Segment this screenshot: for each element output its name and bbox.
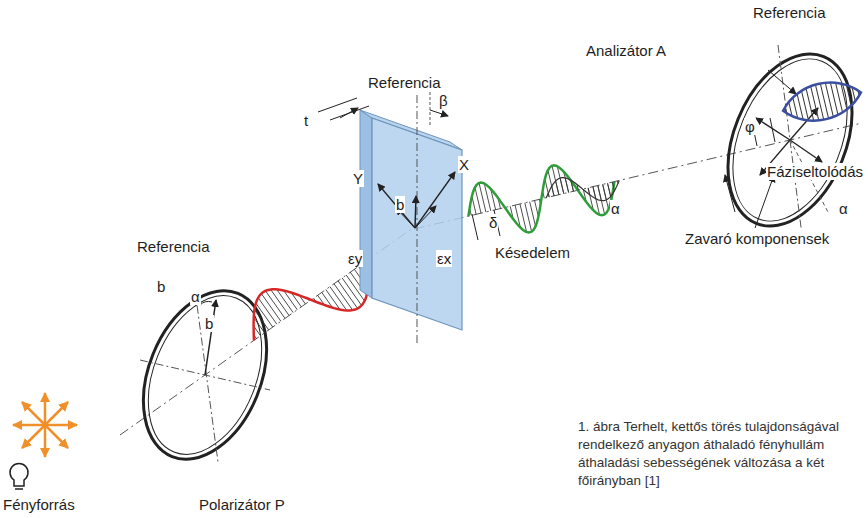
symbol-label: εy — [347, 250, 363, 267]
part-label: Polarizátor P — [198, 496, 286, 513]
part-label: Fényforrás — [2, 496, 76, 513]
symbol-label: φ — [744, 118, 756, 135]
symbol-label: α — [838, 200, 849, 217]
symbol-label: b — [395, 196, 405, 213]
symbol-label: δ — [488, 214, 498, 231]
symbol-label: α — [190, 288, 201, 305]
phase-wave — [779, 75, 865, 128]
symbol-label: X — [458, 156, 470, 173]
part-label: Fáziseltolódás — [766, 163, 864, 180]
part-label: Zavaró komponensek — [684, 230, 830, 247]
symbol-label: Y — [352, 170, 364, 187]
birefringent-plate — [318, 92, 462, 345]
symbol-label: β — [438, 92, 449, 109]
part-label: Referencia — [136, 238, 211, 255]
light-source — [10, 393, 77, 489]
symbol-label: b — [204, 315, 214, 332]
retarded-waves — [462, 151, 627, 245]
part-label: Referencia — [752, 4, 827, 21]
symbol-label: b — [156, 278, 166, 295]
figure-caption: 1. ábra Terhelt, kettős törés tulajdonsá… — [578, 418, 862, 490]
part-label: Késedelem — [494, 244, 571, 261]
symbol-label: εx — [436, 250, 452, 267]
output-wave — [779, 75, 865, 128]
polarizer — [120, 272, 290, 477]
part-label: Referencia — [367, 74, 442, 91]
analyzer — [704, 36, 868, 245]
dimension-marks — [472, 118, 775, 240]
optical-axis — [120, 123, 862, 435]
symbol-label: α — [610, 200, 621, 217]
part-label: Analizátor A — [585, 42, 667, 59]
symbol-label: t — [303, 112, 309, 129]
